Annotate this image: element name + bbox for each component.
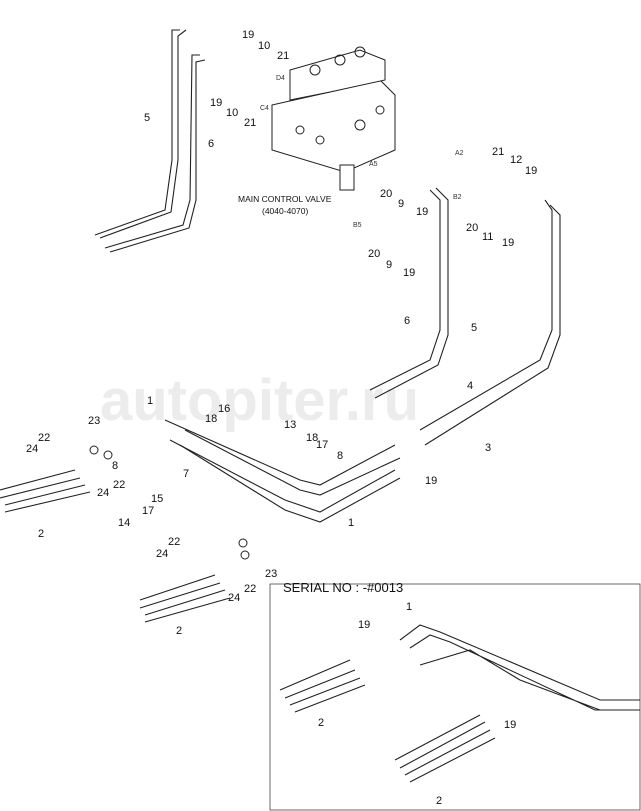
watermark: autopiter.ru [100, 368, 419, 433]
part-callout: 20 [466, 222, 478, 234]
part-callout: 1 [147, 395, 153, 407]
part-callout: 22 [38, 432, 50, 444]
part-callout: 8 [112, 460, 118, 472]
tube-1-d [179, 444, 401, 523]
hose-5 [94, 29, 180, 236]
part-callout: 2 [176, 625, 182, 637]
part-callout: 7 [183, 468, 189, 480]
part-callout: 18 [306, 432, 318, 444]
part-callout: 19 [210, 97, 222, 109]
part-callout: 10 [258, 40, 270, 52]
part-callout: 19 [403, 267, 415, 279]
part-callout: 8 [337, 450, 343, 462]
port-label: D4 [276, 75, 285, 82]
part-callout: 22 [244, 583, 256, 595]
part-callout: 17 [316, 439, 328, 451]
part-callout: 3 [485, 442, 491, 454]
part-callout: 11 [482, 231, 493, 243]
part-callout: 21 [244, 117, 256, 129]
tube-1-b [184, 429, 401, 496]
part-callout: 13 [284, 419, 296, 431]
part-callout: 5 [144, 112, 150, 124]
port-label: B5 [353, 222, 362, 229]
part-callout: 9 [398, 198, 404, 210]
hose-4 [419, 199, 553, 431]
part-callout: 24 [156, 548, 168, 560]
inset-callout: 19 [504, 719, 516, 731]
serial-inset-frame [269, 583, 641, 811]
part-callout: 24 [228, 592, 240, 604]
hose-3 [424, 204, 561, 446]
part-callout: 19 [242, 29, 254, 41]
part-callout: 6 [208, 138, 214, 150]
part-callout: 22 [168, 536, 180, 548]
part-callout: 10 [226, 107, 238, 119]
part-callout: 19 [502, 237, 514, 249]
inset-hose-2-upper [279, 659, 366, 713]
part-callout: 15 [151, 493, 163, 505]
part-callout: 21 [492, 146, 504, 158]
hose-6 [104, 54, 200, 249]
hose-2-upper [0, 469, 91, 513]
part-callout: 24 [26, 443, 38, 455]
part-callout: 14 [118, 517, 130, 529]
part-callout: 2 [38, 528, 44, 540]
inset-tube-1 [399, 624, 640, 711]
part-callout: 21 [277, 50, 289, 62]
part-callout: 6 [404, 315, 410, 327]
inset-callout: 1 [406, 601, 412, 613]
part-callout: 23 [88, 415, 100, 427]
port-label: A2 [455, 150, 464, 157]
tube-1-a [164, 419, 396, 486]
hose-5-b [99, 29, 187, 239]
port-label: B2 [453, 194, 462, 201]
part-callout: 12 [510, 154, 522, 166]
part-callout: 23 [265, 568, 277, 580]
hose-2-lower [139, 574, 231, 623]
hose-6-b [109, 59, 206, 253]
part-callout: 17 [142, 505, 154, 517]
part-callout: 20 [368, 248, 380, 260]
part-callout: 1 [348, 517, 354, 529]
inset-hose-2-lower [394, 714, 496, 783]
serial-label: SERIAL NO : -#0013 [283, 580, 403, 595]
part-callout: 19 [525, 165, 537, 177]
part-callout: 20 [380, 188, 392, 200]
part-callout: 16 [218, 403, 230, 415]
inset-callout: 19 [358, 619, 370, 631]
port-label: C4 [260, 105, 269, 112]
hose-6-right [369, 189, 441, 391]
part-callout: 18 [205, 413, 217, 425]
part-callout: 24 [97, 487, 109, 499]
inset-callout: 2 [436, 795, 442, 807]
port-label: A5 [369, 161, 378, 168]
tube-1-c [169, 439, 396, 513]
part-callout: 19 [416, 206, 428, 218]
valve-title: MAIN CONTROL VALVE [238, 194, 332, 204]
hose-5-right [374, 187, 449, 399]
valve-model: (4040-4070) [262, 206, 308, 216]
main-control-valve [271, 46, 396, 191]
part-callout: 22 [113, 479, 125, 491]
part-callout: 19 [425, 475, 437, 487]
part-callout: 9 [386, 259, 392, 271]
inset-callout: 2 [318, 717, 324, 729]
part-callout: 4 [467, 380, 473, 392]
part-callout: 5 [471, 322, 477, 334]
